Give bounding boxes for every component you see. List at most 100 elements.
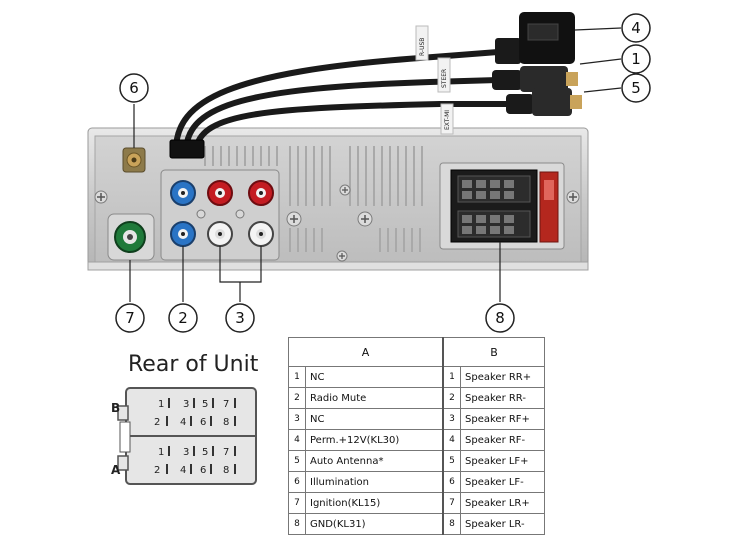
svg-text:4: 4: [180, 417, 186, 428]
cable-tag-steer: STEER: [437, 57, 451, 93]
pin-number-a: 6: [288, 471, 306, 493]
table-row: 3 NC 3 Speaker RF+: [288, 408, 545, 430]
pin-number-b: 6: [442, 471, 461, 493]
pin-number-a: 4: [288, 429, 306, 451]
rear-connector-diagram: B A 1 3 5 7 2 4 6 8 1 3 5 7 2 4 6 8: [111, 387, 257, 485]
table-row: 6 Illumination 6 Speaker LF-: [288, 471, 545, 493]
connector-housing: [117, 387, 257, 485]
screw-icon: [339, 184, 351, 196]
table-header-row: A B: [288, 337, 545, 367]
pin-number-a: 7: [288, 492, 306, 514]
svg-text:2: 2: [178, 309, 188, 327]
svg-text:5: 5: [202, 447, 208, 458]
pin-number-a: 3: [288, 408, 306, 430]
pin-function-a: Ignition(KL15): [305, 492, 444, 514]
cable-tag-extmic: EXT-MI: [440, 103, 454, 135]
svg-text:7: 7: [223, 399, 229, 410]
pin-number-b: 1: [442, 366, 461, 388]
svg-text:STEER: STEER: [441, 69, 448, 88]
rca-output-block: [160, 169, 280, 261]
screw-icon: [336, 250, 348, 262]
pin-function-b: Speaker RF-: [460, 429, 545, 451]
callout-1: 1: [621, 44, 651, 74]
svg-text:1: 1: [631, 50, 641, 68]
iso-harness-connector: [439, 162, 565, 250]
pin-function-b: Speaker LF-: [460, 471, 545, 493]
svg-text:3: 3: [183, 399, 189, 410]
screw-icon: [357, 211, 373, 227]
svg-text:4: 4: [631, 19, 641, 37]
cable-tag-usb: R-USB: [415, 25, 429, 61]
callout-6: 6: [119, 73, 149, 103]
heat-sink: [204, 146, 423, 252]
screw-icon: [94, 190, 108, 204]
svg-text:3: 3: [183, 447, 189, 458]
callout-4: 4: [621, 13, 651, 43]
pin-function-a: NC: [305, 408, 444, 430]
svg-text:8: 8: [223, 465, 229, 476]
svg-text:2: 2: [154, 417, 160, 428]
pin-number-b: 3: [442, 408, 461, 430]
rear-of-unit-title: Rear of Unit: [128, 352, 259, 377]
svg-text:EXT-MI: EXT-MI: [444, 110, 451, 130]
pin-row-a: 1 3 5 7 2 4 6 8: [154, 447, 229, 476]
svg-text:2: 2: [154, 465, 160, 476]
table-row: 8 GND(KL31) 8 Speaker LR-: [288, 513, 545, 535]
svg-text:6: 6: [200, 417, 206, 428]
pin-function-a: Perm.+12V(KL30): [305, 429, 444, 451]
svg-text:8: 8: [495, 309, 505, 327]
screw-icon: [566, 190, 580, 204]
callout-2: 2: [168, 303, 198, 333]
mic-plug: [506, 88, 582, 116]
pin-function-b: Speaker RF+: [460, 408, 545, 430]
steering-plug: [492, 66, 578, 92]
screw-icon: [286, 211, 302, 227]
usb-plug: [495, 12, 575, 64]
cable-bundle: [169, 49, 515, 159]
pin-assignment-table: A B 1 NC 1 Speaker RR+ 2 Radio Mute 2 Sp…: [288, 337, 545, 535]
head-unit-rear-diagram: R-USB STEER EXT-MI 4: [87, 12, 651, 333]
svg-text:1: 1: [158, 447, 164, 458]
pin-number-b: 2: [442, 387, 461, 409]
pin-number-a: 2: [288, 387, 306, 409]
pin-number-b: 8: [442, 513, 461, 535]
pin-function-a: Radio Mute: [305, 387, 444, 409]
svg-text:7: 7: [223, 447, 229, 458]
table-row: 2 Radio Mute 2 Speaker RR-: [288, 387, 545, 409]
svg-text:6: 6: [200, 465, 206, 476]
column-a-header: A: [288, 337, 444, 367]
pin-number-a: 5: [288, 450, 306, 472]
power-socket: [107, 213, 155, 261]
pin-row-b: 1 3 5 7 2 4 6 8: [154, 399, 229, 428]
svg-text:4: 4: [180, 465, 186, 476]
svg-text:5: 5: [202, 399, 208, 410]
pin-function-b: Speaker RR-: [460, 387, 545, 409]
callout-5: 5: [621, 73, 651, 103]
pin-number-b: 5: [442, 450, 461, 472]
pin-markers: [166, 398, 236, 474]
callout-7: 7: [115, 303, 145, 333]
pin-number-b: 4: [442, 429, 461, 451]
pin-number-a: 1: [288, 366, 306, 388]
table-row: 7 Ignition(KL15) 7 Speaker LR+: [288, 492, 545, 514]
table-row: 4 Perm.+12V(KL30) 4 Speaker RF-: [288, 429, 545, 451]
table-row: 5 Auto Antenna* 5 Speaker LF+: [288, 450, 545, 472]
leader-lines: [129, 27, 622, 302]
pin-function-a: Illumination: [305, 471, 444, 493]
pin-function-a: GND(KL31): [305, 513, 444, 535]
svg-text:1: 1: [158, 399, 164, 410]
row-a-label: A: [111, 463, 121, 477]
pin-function-a: Auto Antenna*: [305, 450, 444, 472]
antenna-connector: [122, 147, 146, 173]
svg-text:5: 5: [631, 79, 641, 97]
svg-text:6: 6: [129, 79, 139, 97]
svg-text:R-USB: R-USB: [419, 38, 426, 56]
callout-3: 3: [225, 303, 255, 333]
pin-function-b: Speaker LR-: [460, 513, 545, 535]
pin-function-b: Speaker RR+: [460, 366, 545, 388]
svg-text:8: 8: [223, 417, 229, 428]
svg-text:3: 3: [235, 309, 245, 327]
pin-function-a: NC: [305, 366, 444, 388]
svg-text:7: 7: [125, 309, 135, 327]
pin-function-b: Speaker LR+: [460, 492, 545, 514]
